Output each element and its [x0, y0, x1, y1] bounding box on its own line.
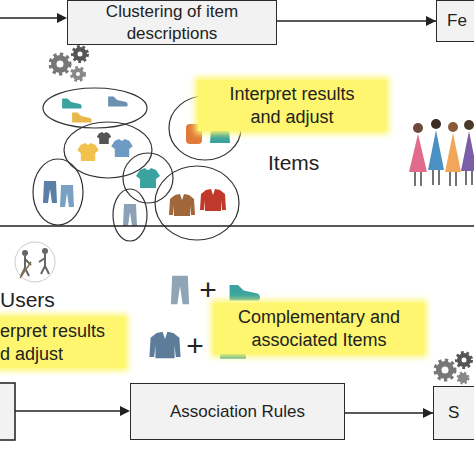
highlight-note: Complementary and associated Items	[214, 303, 424, 354]
annotation-text: Items	[268, 150, 348, 176]
person-head	[464, 120, 474, 130]
person-body	[461, 131, 474, 171]
cluster-ellipse	[64, 122, 152, 178]
arrow-line	[0, 17, 58, 19]
gear	[436, 361, 454, 379]
cluster-ellipse	[33, 159, 83, 225]
highlight-note: erpret results d adjust	[0, 317, 125, 368]
person-head	[413, 123, 423, 133]
user-body	[39, 254, 49, 274]
shirt-icon	[77, 143, 99, 161]
broom	[20, 262, 31, 278]
box-text: Fe	[447, 10, 467, 31]
gear-hole	[76, 72, 80, 76]
jacket-icon	[200, 189, 226, 211]
gear-hole	[78, 52, 83, 57]
jacket-icon	[169, 194, 195, 216]
bag-icon	[210, 130, 230, 143]
person-head	[448, 122, 458, 132]
gear-icon	[436, 353, 471, 383]
shirt-icon	[97, 132, 111, 144]
user-body	[21, 256, 31, 276]
gear-hole	[462, 358, 467, 363]
cluster-ellipse	[113, 189, 147, 241]
pants-icon	[60, 185, 74, 207]
jacket-icon	[149, 332, 180, 358]
gear	[458, 373, 468, 383]
box-text: Association Rules	[170, 401, 305, 422]
shoe-icon	[62, 99, 82, 109]
gear-hole	[442, 367, 449, 374]
shirt-icon	[136, 168, 160, 188]
icon-circle	[15, 242, 55, 282]
separator-line	[0, 225, 474, 227]
process-box: Fe	[436, 0, 474, 42]
pants-icon	[123, 204, 137, 226]
annotation-text: +	[196, 271, 220, 309]
gear	[72, 68, 84, 80]
gear-icon	[51, 47, 87, 80]
cluster-ellipse	[43, 88, 147, 128]
gear	[73, 47, 87, 61]
users-icon	[15, 242, 55, 282]
arrow-head	[120, 406, 130, 416]
arrow-head	[57, 13, 67, 23]
shoe-icon	[108, 97, 128, 107]
process-box: Association Rules	[130, 383, 345, 440]
user-head	[22, 250, 28, 256]
pants-icon	[43, 181, 57, 203]
gear	[457, 353, 471, 367]
annotation-text: Users	[0, 287, 70, 313]
cluster-ellipse	[155, 166, 239, 240]
box-text: Clustering of item descriptions	[68, 1, 276, 44]
person-body	[445, 133, 461, 172]
box-text: S	[448, 402, 459, 423]
arrow-line	[15, 410, 121, 412]
gear-hole	[57, 61, 64, 68]
shirt-icon	[111, 139, 133, 157]
cluster-ellipse	[123, 153, 173, 203]
flow-arrow	[277, 20, 436, 22]
annotation-text: +	[183, 327, 207, 365]
process-box	[0, 383, 15, 440]
person-body	[409, 134, 427, 172]
person-legs	[415, 170, 472, 186]
pants-icon	[171, 276, 189, 305]
people-illustration	[409, 119, 474, 186]
process-box: Clustering of item descriptions	[67, 0, 277, 45]
shoe-icon	[72, 113, 92, 123]
person-body	[428, 130, 444, 170]
highlight-note: Interpret results and adjust	[198, 80, 386, 131]
process-box: S	[433, 386, 474, 440]
gear	[51, 55, 69, 73]
user-head	[42, 248, 48, 254]
shoe-icon	[230, 285, 261, 300]
person-head	[431, 119, 441, 129]
flow-arrow	[345, 412, 433, 414]
